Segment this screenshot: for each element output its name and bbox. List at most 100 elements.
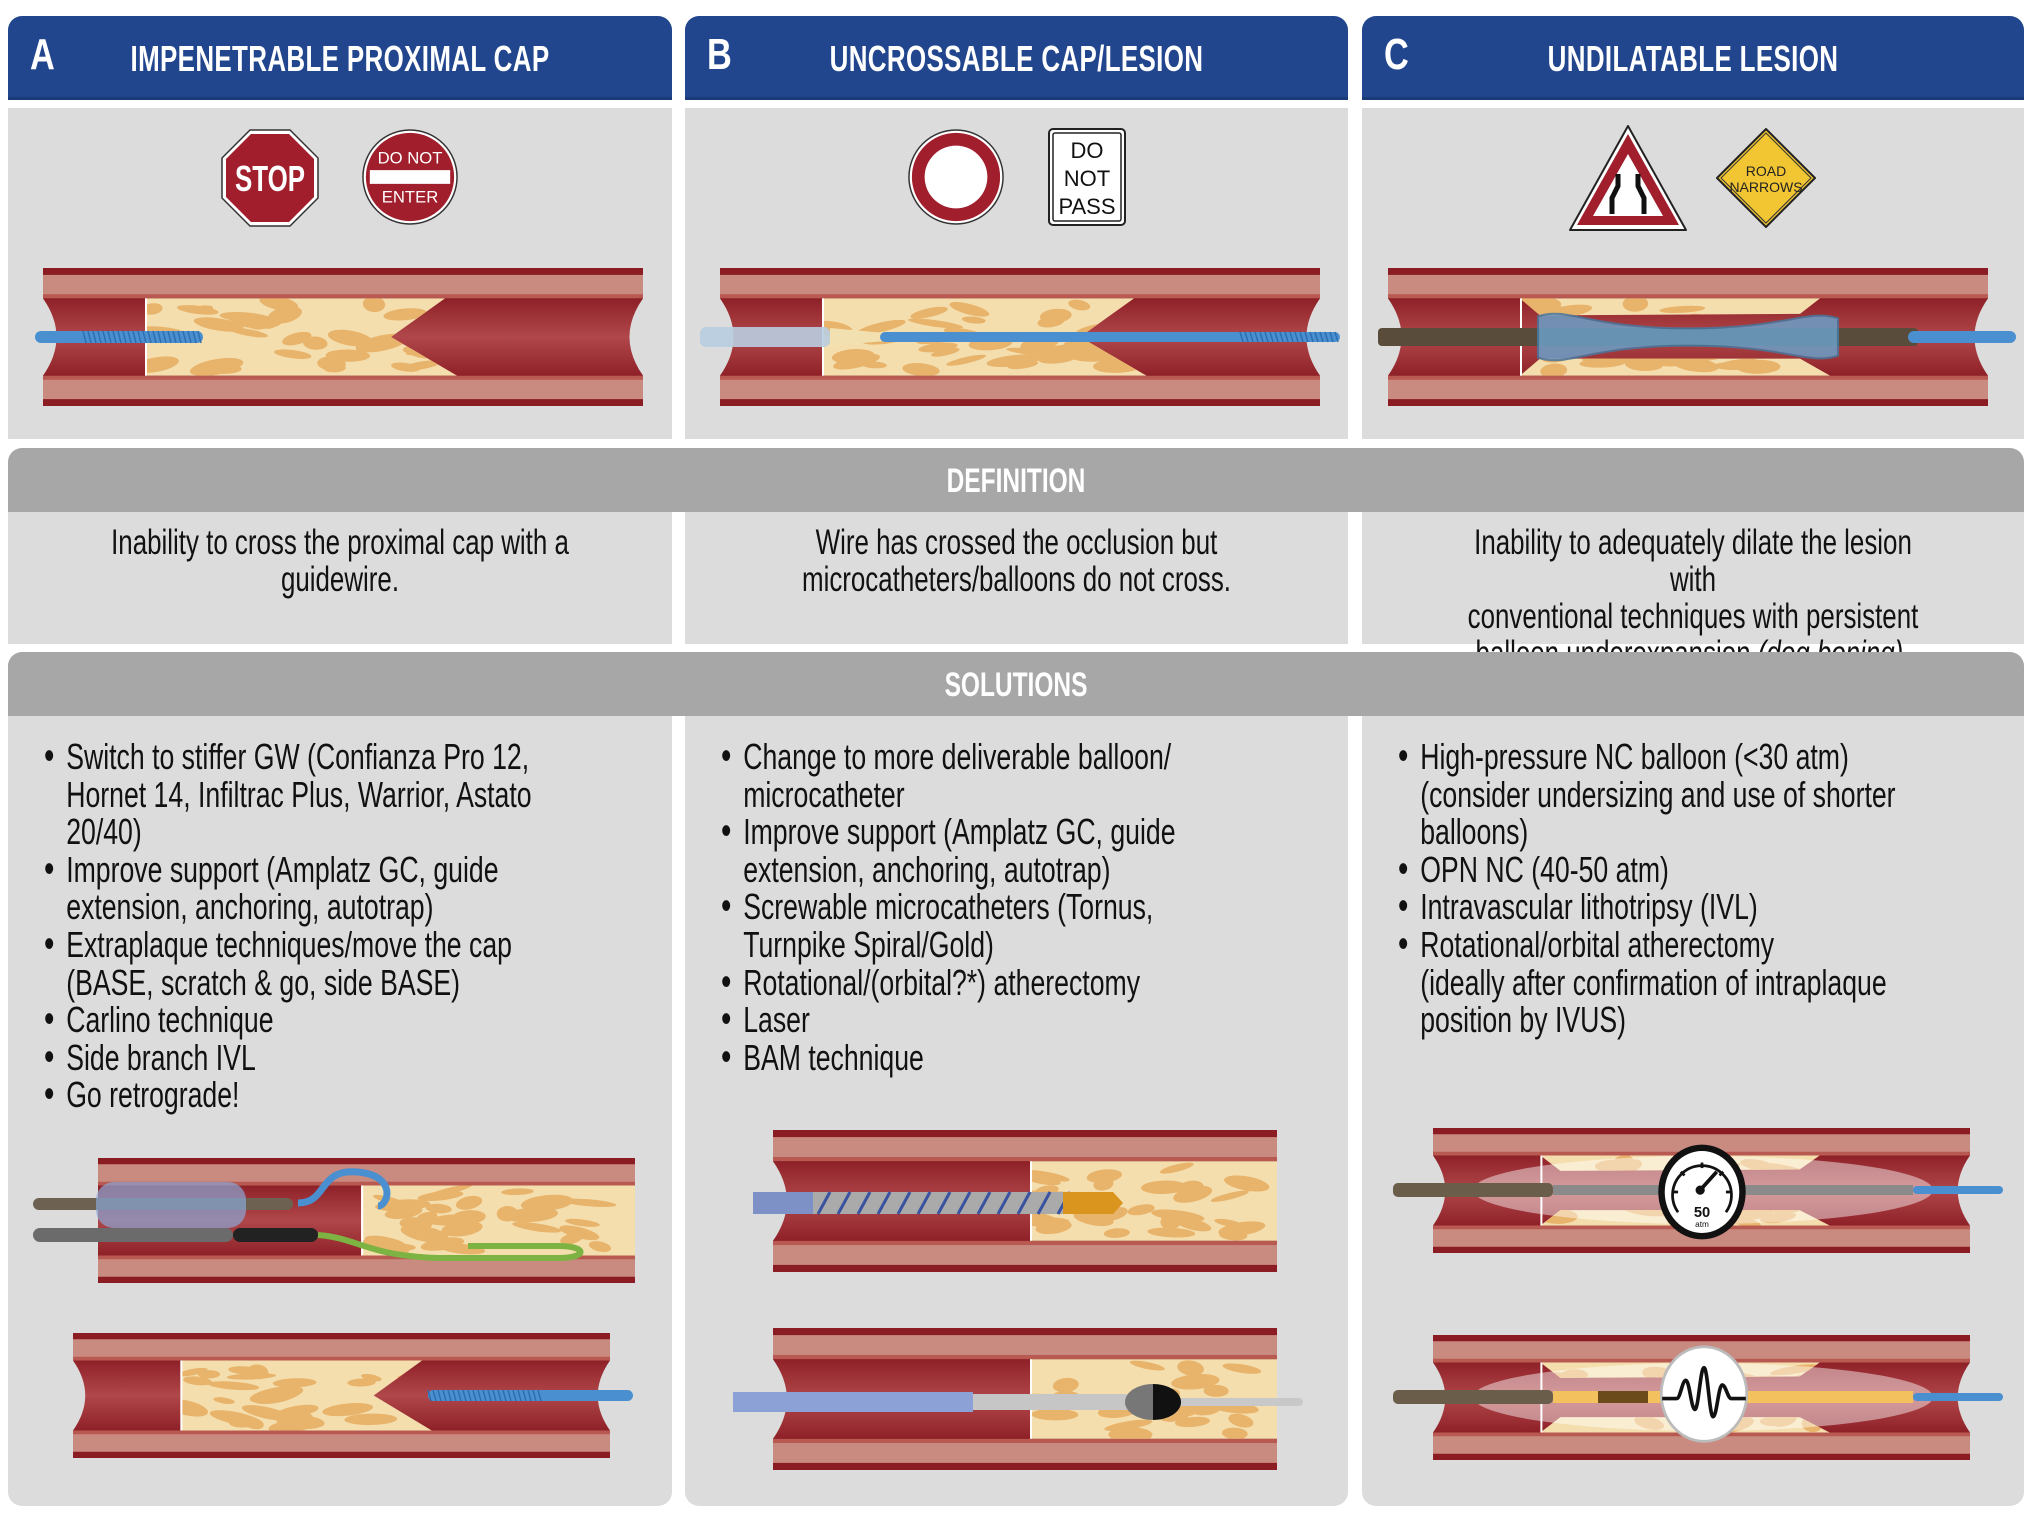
solution-line: extension, anchoring, autotrap) <box>66 886 434 928</box>
definition-heading: DEFINITION <box>946 462 1086 500</box>
sign-line1: ROAD <box>1746 163 1786 179</box>
sign-line3: PASS <box>1058 194 1115 219</box>
vessel-a-sol2 <box>73 1333 633 1458</box>
vessel-a-sol1 <box>33 1158 635 1283</box>
sign-line2: ENTER <box>382 187 438 206</box>
sign-line1: DO NOT <box>378 148 443 167</box>
solution-line: (ideally after confirmation of intraplaq… <box>1420 961 1887 1003</box>
gauge-unit: atm <box>1695 1220 1709 1229</box>
solution-item: BAM technique <box>721 1039 1298 1077</box>
solution-item: Improve support (Amplatz GC, guideextens… <box>44 851 621 926</box>
definition-text-a: Inability to cross the proximal cap with… <box>94 524 585 598</box>
definition-line: Wire has crossed the occlusion but <box>815 523 1218 562</box>
definition-cell-a: Inability to cross the proximal cap with… <box>8 512 672 644</box>
solution-item: Screwable microcatheters (Tornus,Turnpik… <box>721 888 1298 963</box>
solution-line: Improve support (Amplatz GC, guide <box>66 848 499 890</box>
definition-cell-c: Inability to adequately dilate the lesio… <box>1362 512 2024 672</box>
solution-line: position by IVUS) <box>1420 999 1627 1041</box>
solution-line: Laser <box>743 999 810 1041</box>
definition-cell-b: Wire has crossed the occlusion but micro… <box>685 512 1348 644</box>
solution-item: Intravascular lithotripsy (IVL) <box>1398 888 1975 926</box>
definition-line: microcatheters/balloons do not cross. <box>801 560 1231 599</box>
definition-text-c: Inability to adequately dilate the lesio… <box>1448 524 1938 672</box>
definition-line: Inability to adequately dilate the lesio… <box>1474 523 1912 599</box>
road-narrows-triangle-sign-icon <box>1569 125 1687 231</box>
panel-title: IMPENETRABLE PROXIMAL CAP <box>130 38 550 79</box>
header-a: A IMPENETRABLE PROXIMAL CAP <box>8 16 672 100</box>
microcatheter <box>733 1392 973 1412</box>
sign-line1: DO <box>1071 138 1104 163</box>
header-c: C UNDILATABLE LESION <box>1362 16 2024 100</box>
header-b: B UNCROSSABLE CAP/LESION <box>685 16 1348 100</box>
road-narrows-diamond-sign-icon: ROAD NARROWS <box>1716 128 1816 228</box>
do-not-enter-sign-icon: DO NOT ENTER <box>362 129 458 225</box>
solution-line: extension, anchoring, autotrap) <box>743 848 1111 890</box>
solution-item: High-pressure NC balloon (<30 atm)(consi… <box>1398 738 1975 851</box>
solution-line: OPN NC (40-50 atm) <box>1420 848 1669 890</box>
sign-line2: NOT <box>1064 166 1110 191</box>
stop-sign-text: STOP <box>235 159 305 199</box>
pressure-gauge-icon: 50 atm <box>1658 1144 1746 1240</box>
solution-line: balloons) <box>1420 811 1529 853</box>
solution-line: Go retrograde! <box>66 1074 240 1116</box>
solution-line: Switch to stiffer GW (Confianza Pro 12, <box>66 736 530 777</box>
dogbone-balloon <box>1537 312 1839 362</box>
solution-line: Extraplaque techniques/move the cap <box>66 923 512 965</box>
vessel-b-top <box>700 268 1340 406</box>
solution-line: (consider undersizing and use of shorter <box>1420 773 1896 815</box>
solution-line: 20/40) <box>66 811 142 853</box>
solution-line: High-pressure NC balloon (<30 atm) <box>1420 736 1849 777</box>
definition-line: conventional techniques with persistent <box>1467 597 1919 636</box>
solution-item: Side branch IVL <box>44 1039 621 1077</box>
solutions-band: SOLUTIONS <box>8 652 2024 716</box>
microcatheter <box>700 327 830 347</box>
vessel-b-sol2 <box>733 1328 1303 1470</box>
sign-line2: NARROWS <box>1729 179 1802 195</box>
solution-item: Carlino technique <box>44 1001 621 1039</box>
solution-line: Side branch IVL <box>66 1036 256 1078</box>
knuckled-wire <box>297 1168 391 1210</box>
panel-title: UNCROSSABLE CAP/LESION <box>829 38 1204 79</box>
solution-line: Rotational/(orbital?*) atherectomy <box>743 961 1141 1003</box>
solutions-list-c: High-pressure NC balloon (<30 atm)(consi… <box>1398 738 1975 1039</box>
solution-item: Laser <box>721 1001 1298 1039</box>
solution-line: BAM technique <box>743 1036 924 1078</box>
guidewire <box>880 332 1340 342</box>
panel-letter: B <box>707 30 733 79</box>
shockwave-icon <box>1659 1345 1749 1443</box>
solution-line: (BASE, scratch & go, side BASE) <box>66 961 461 1003</box>
definition-line: guidewire. <box>280 560 400 599</box>
solution-line: Carlino technique <box>66 999 274 1041</box>
guide-extension <box>33 1228 233 1242</box>
solution-line: microcatheter <box>743 773 905 815</box>
rota-shaft <box>973 1394 1133 1410</box>
anchor-balloon <box>96 1182 246 1228</box>
stop-sign-icon: STOP <box>221 129 319 227</box>
solution-item: Change to more deliverable balloon/micro… <box>721 738 1298 813</box>
panel-letter: A <box>30 30 56 79</box>
rotawire <box>1173 1398 1303 1406</box>
solutions-list-a: Switch to stiffer GW (Confianza Pro 12,H… <box>44 738 621 1114</box>
no-vehicles-sign-icon <box>908 129 1004 225</box>
solution-line: Screwable microcatheters (Tornus, <box>743 886 1154 928</box>
solutions-heading: SOLUTIONS <box>944 666 1088 704</box>
definition-text-b: Wire has crossed the occlusion but micro… <box>771 524 1262 598</box>
vessel-a-top <box>35 268 643 406</box>
guidewire <box>1913 1186 2003 1194</box>
solution-item: Rotational/(orbital?*) atherectomy <box>721 961 1298 1003</box>
panel-title: UNDILATABLE LESION <box>1547 38 1839 79</box>
solution-line: Hornet 14, Infiltrac Plus, Warrior, Asta… <box>66 773 532 815</box>
vessel-b-sol1 <box>753 1130 1277 1272</box>
solution-item: Rotational/orbital atherectomy(ideally a… <box>1398 926 1975 1039</box>
solution-item: Improve support (Amplatz GC, guideextens… <box>721 813 1298 888</box>
solution-item: Extraplaque techniques/move the cap(BASE… <box>44 926 621 1001</box>
guidewire <box>1913 1393 2003 1401</box>
solutions-list-b: Change to more deliverable balloon/micro… <box>721 738 1298 1076</box>
solution-line: Intravascular lithotripsy (IVL) <box>1420 886 1758 928</box>
solution-item: OPN NC (40-50 atm) <box>1398 851 1975 889</box>
gauge-value: 50 <box>1694 1205 1710 1221</box>
subintimal-wire <box>317 1232 584 1261</box>
screw-tip <box>1063 1192 1123 1214</box>
do-not-pass-sign-icon: DO NOT PASS <box>1048 128 1126 226</box>
definition-line: Inability to cross the proximal cap with… <box>111 523 569 562</box>
